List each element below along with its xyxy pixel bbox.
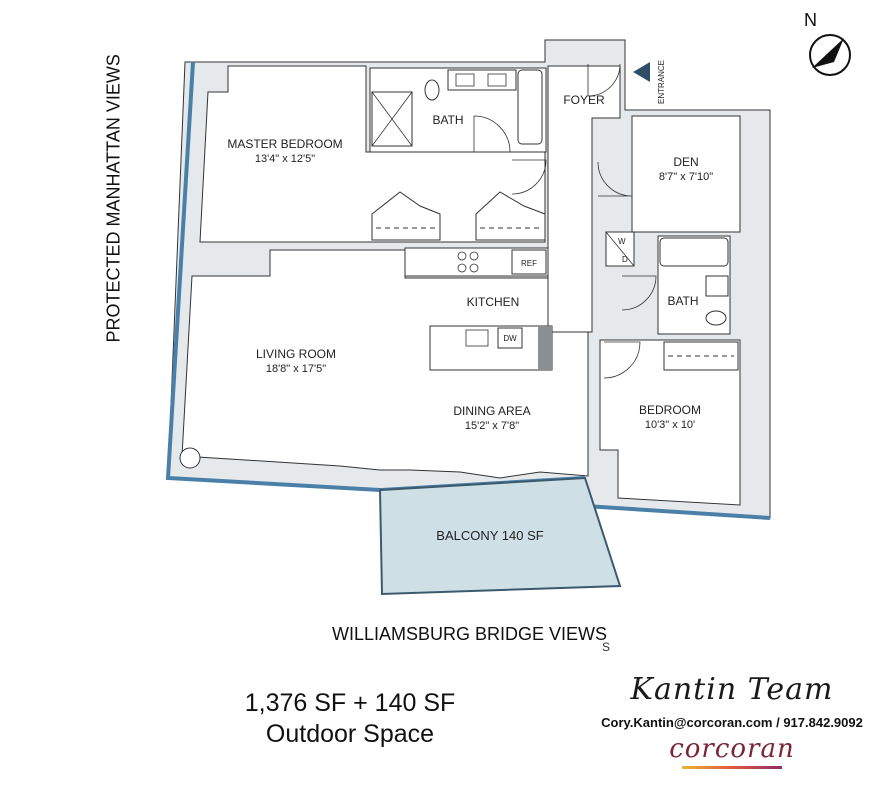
williamsburg-views-label: WILLIAMSBURG BRIDGE VIEWS: [332, 624, 608, 644]
door-bath-second: [621, 275, 657, 311]
team-signature: Kantin Team: [630, 672, 834, 707]
company-logo: corcoran: [669, 734, 795, 764]
manhattan-views-label: PROTECTED MANHATTAN VIEWS: [103, 54, 124, 343]
kitchen-label: KITCHEN: [467, 295, 520, 309]
den-dims: 8'7" x 7'10": [659, 171, 713, 183]
door-entrance: [587, 63, 621, 97]
area-summary: 1,376 SF + 140 SF Outdoor Space: [200, 688, 500, 750]
master-bedroom-dims: 13'4" x 12'5": [255, 153, 315, 165]
foyer-label: FOYER: [563, 93, 605, 107]
dishwasher: [497, 327, 523, 349]
den-area: [631, 115, 741, 233]
bedroom-area: [599, 339, 741, 506]
vanity: [447, 69, 517, 91]
toilet-master: [424, 79, 440, 101]
column: [179, 447, 201, 469]
sink-second: [705, 275, 729, 297]
area-outdoor: Outdoor Space: [265, 720, 435, 748]
brand-block: Kantin Team Cory.Kantin@corcoran.com / 9…: [588, 672, 876, 769]
bedroom-dims: 10'3" x 10': [645, 419, 695, 431]
door-bedroom: [603, 341, 641, 379]
logo-underline: [682, 766, 782, 769]
south-label: S: [602, 640, 611, 654]
dining-area-dims: 15'2" x 7'8": [465, 420, 519, 432]
door-den: [597, 161, 633, 197]
washer-label: W: [618, 237, 626, 246]
contact-info[interactable]: Cory.Kantin@corcoran.com / 917.842.9092: [601, 715, 863, 730]
north-label: N: [804, 10, 817, 30]
master-bedroom-area: [199, 65, 546, 243]
tub: [517, 69, 543, 145]
dining-area-label: DINING AREA: [453, 404, 530, 418]
master-bedroom-label: MASTER BEDROOM: [227, 137, 342, 151]
dryer-label: D: [622, 255, 628, 264]
kitchen-island: [429, 325, 553, 371]
living-dining-area: [181, 249, 589, 479]
balcony-area: [378, 476, 622, 596]
bedroom-label: BEDROOM: [639, 403, 701, 417]
door-master: [511, 159, 547, 195]
tub-second: [659, 237, 729, 267]
exterior-wall-south: [584, 504, 771, 520]
dw-label: DW: [503, 334, 517, 343]
balcony-label: BALCONY 140 SF: [436, 528, 543, 543]
toilet-second: [705, 310, 727, 326]
den-label: DEN: [673, 155, 698, 169]
living-room-dims: 18'8" x 17'5": [266, 363, 326, 375]
door-master-bath: [473, 115, 511, 153]
area-total: 1,376 SF + 140 SF: [244, 689, 456, 717]
second-bath-label: BATH: [667, 294, 698, 308]
entrance-arrow-icon: [633, 62, 650, 82]
living-room-label: LIVING ROOM: [256, 347, 336, 361]
master-bath-label: BATH: [432, 113, 463, 127]
ref-label: REF: [521, 259, 537, 268]
refrigerator: [511, 249, 547, 275]
entrance-label: ENTRANCE: [657, 60, 666, 104]
